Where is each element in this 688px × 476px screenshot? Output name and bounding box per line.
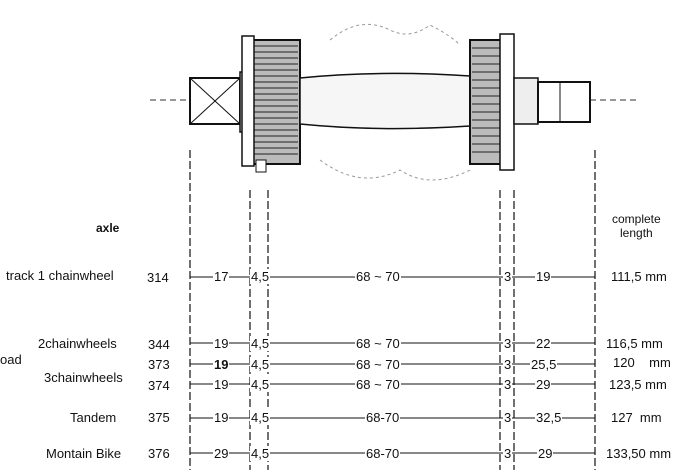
total-length: 111,5 mm — [610, 269, 668, 284]
dim-c: 68 ~ 70 — [355, 357, 401, 372]
dim-e: 29 — [535, 377, 552, 392]
dim-c: 68 ~ 70 — [355, 336, 401, 351]
total-length: 116,5 mm — [605, 336, 664, 351]
total-length: 133,50 mm — [605, 446, 673, 461]
row-name: Tandem — [70, 410, 117, 425]
axle-header: axle — [96, 221, 120, 235]
dim-b: 4,5 — [250, 377, 271, 392]
dim-c: 68 ~ 70 — [355, 269, 401, 284]
dim-a: 19 — [213, 377, 230, 392]
dim-a: 19 — [213, 410, 230, 425]
dim-e: 25,5 — [530, 357, 558, 372]
dim-b: 4,5 — [250, 410, 271, 425]
dim-b: 4,5 — [250, 357, 271, 372]
dim-e: 19 — [535, 269, 552, 284]
dim-c: 68-70 — [365, 410, 401, 425]
total-length: 127 mm — [610, 410, 663, 425]
dim-d: 3 — [503, 377, 513, 392]
dim-b: 4,5 — [250, 336, 271, 351]
row-name: 2chainwheels — [38, 336, 117, 351]
row-code: 314 — [147, 270, 169, 285]
dim-b: 4,5 — [250, 446, 271, 461]
row-code: 373 — [148, 357, 170, 372]
dim-a: 19 — [213, 336, 230, 351]
row-code: 376 — [148, 446, 170, 461]
dim-a: 29 — [213, 446, 230, 461]
dim-d: 3 — [503, 410, 513, 425]
row-name: Montain Bike — [46, 446, 122, 461]
dim-c: 68 ~ 70 — [355, 377, 401, 392]
total-length: 120 mm — [612, 355, 672, 370]
dim-b: 4,5 — [250, 269, 271, 284]
right-axle-end — [513, 77, 591, 125]
row-code: 344 — [148, 337, 170, 352]
row-name: 3chainwheels — [44, 370, 123, 385]
dim-e: 29 — [537, 446, 554, 461]
dim-d: 3 — [503, 357, 513, 372]
road-group-label: oad — [0, 352, 22, 367]
dim-d: 3 — [503, 336, 513, 351]
complete-header: complete — [612, 212, 661, 226]
dim-c: 68-70 — [365, 446, 401, 461]
row-code: 375 — [148, 410, 170, 425]
length-header: length — [620, 226, 653, 240]
dim-d: 3 — [503, 446, 513, 461]
row-name: track 1 chainwheel — [6, 268, 114, 283]
reference-lines — [189, 150, 596, 470]
dim-a: 19 — [213, 357, 230, 372]
left-cup — [241, 35, 301, 173]
spindle-body — [299, 23, 471, 181]
right-cup — [469, 33, 515, 171]
dim-e: 32,5 — [535, 410, 563, 425]
row-code: 374 — [148, 378, 170, 393]
dim-e: 22 — [535, 336, 552, 351]
dim-d: 3 — [503, 269, 513, 284]
dim-a: 17 — [213, 269, 230, 284]
total-length: 123,5 mm — [608, 377, 668, 392]
